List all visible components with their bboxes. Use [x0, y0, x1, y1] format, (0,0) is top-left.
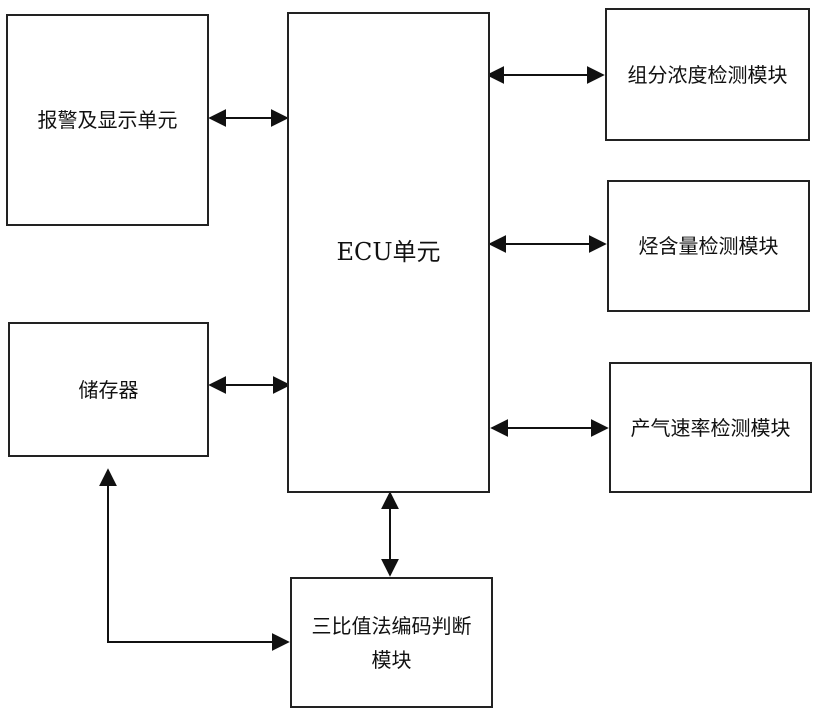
gas-production-rate-module-box: 产气速率检测模块: [609, 362, 812, 493]
hydrocarbon-content-module-label: 烃含量检测模块: [639, 229, 779, 263]
hydrocarbon-content-module-box: 烃含量检测模块: [607, 180, 810, 312]
ecu-unit-box: ECU单元: [287, 12, 490, 493]
storage-label: 储存器: [79, 373, 139, 407]
three-ratio-judgment-module-box: 三比值法编码判断 模块: [290, 577, 493, 708]
component-concentration-module-box: 组分浓度检测模块: [605, 8, 810, 141]
three-ratio-judgment-module-label-line2: 模块: [372, 643, 412, 677]
three-ratio-judgment-module-label-line1: 三比值法编码判断: [312, 609, 472, 643]
component-concentration-module-label: 组分浓度检测模块: [628, 58, 788, 92]
ecu-unit-label: ECU单元: [336, 232, 440, 273]
arrow-storage-threeratio: [108, 470, 288, 642]
alarm-display-unit-label: 报警及显示单元: [38, 103, 178, 137]
gas-production-rate-module-label: 产气速率检测模块: [631, 411, 791, 445]
storage-box: 储存器: [8, 322, 209, 457]
alarm-display-unit-box: 报警及显示单元: [6, 14, 209, 226]
